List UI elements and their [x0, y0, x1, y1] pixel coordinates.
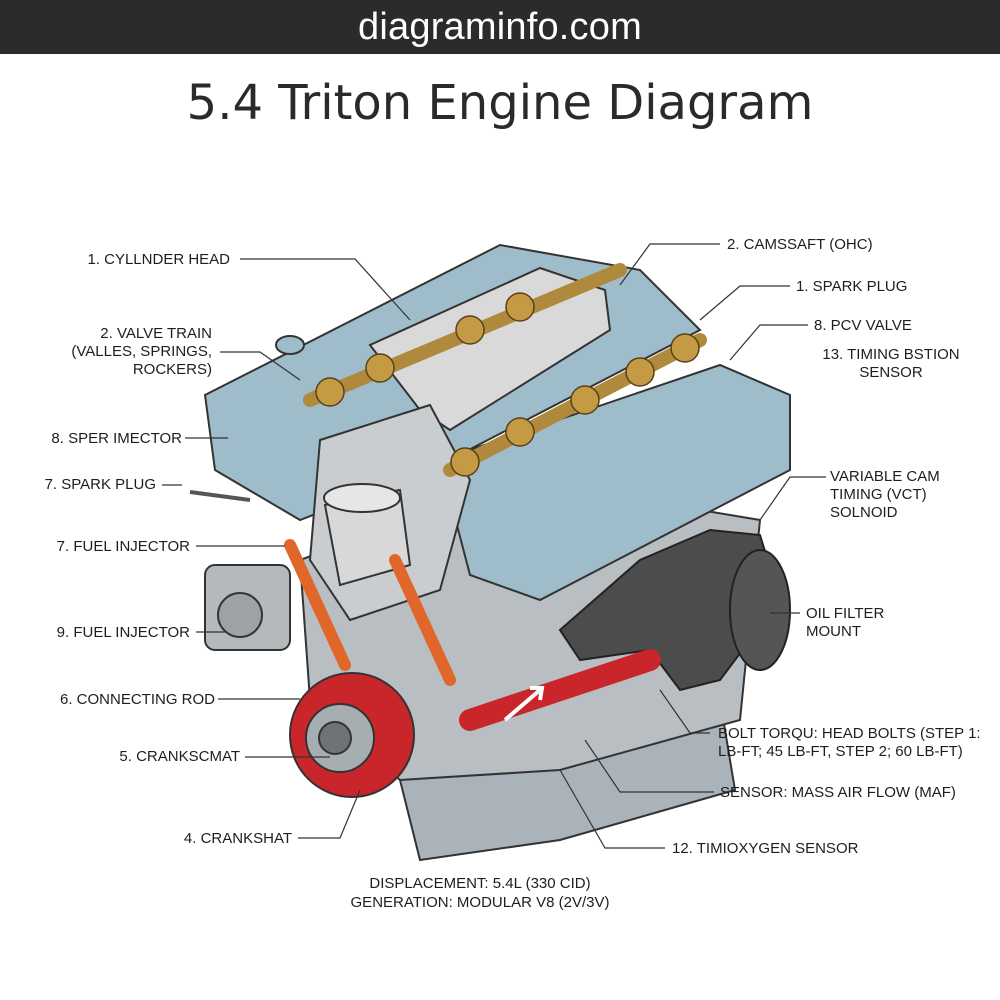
connecting-rod-left [284, 539, 351, 671]
label-crankscmat: 5. CRANKSCMAT [119, 748, 240, 765]
label-sper-injector: 8. SPER IMECTOR [51, 430, 182, 447]
oil-filler-cap [275, 335, 305, 355]
site-name[interactable]: diagraminfo.com [358, 5, 642, 48]
label-connecting-rod: 6. CONNECTING ROD [59, 691, 215, 708]
label-vct-solenoid: VARIABLE CAM TIMING (VCT) SOLNOID [830, 468, 940, 521]
crankshaft-shaft [459, 649, 661, 731]
rocker-group [315, 292, 700, 477]
rocker-5 [450, 447, 480, 477]
label-pcv-valve: 8. PCV VALVE [814, 317, 912, 334]
crankshaft-hub-center [318, 721, 352, 755]
label-fuel-injector-7: 7. FUEL INJECTOR [56, 538, 190, 555]
rocker-2 [365, 353, 395, 383]
site-header-bar: diagraminfo.com [0, 0, 1000, 54]
displacement-text: DISPLACEMENT: 5.4L (330 CID) [369, 875, 591, 892]
spark-plug-left-icon [189, 490, 251, 502]
page-title: 5.4 Triton Engine Diagram [186, 75, 814, 131]
leader-camshaft [619, 243, 720, 286]
rocker-3 [455, 315, 485, 345]
label-cylinder-head: 1. CYLLNDER HEAD [87, 251, 230, 268]
label-oil-filter: OIL FILTER MOUNT [806, 605, 885, 640]
leader-maf [584, 739, 714, 793]
label-camshaft: 2. CAMSSAFT (OHC) [727, 236, 873, 253]
label-oxygen-sensor: 12. TIMIOXYGEN SENSOR [672, 840, 859, 857]
leader-lines [162, 243, 826, 849]
generation-text: GENERATION: MODULAR V8 (2V/3V) [350, 894, 610, 911]
connecting-rod-right [389, 554, 456, 686]
water-pump-outlet [217, 592, 263, 638]
label-spark-plug-right: 1. SPARK PLUG [796, 278, 908, 295]
right-valve-cover [438, 363, 791, 602]
crankshaft-arrow [503, 686, 545, 722]
rocker-4 [505, 292, 535, 322]
rocker-9 [670, 333, 700, 363]
label-crankshat: 4. CRANKSHAT [183, 830, 292, 847]
leader-valve-train [220, 351, 301, 381]
leader-cylinder-head [240, 258, 411, 321]
label-fuel-injector-9: 9. FUEL INJECTOR [56, 624, 190, 641]
spec-footer: DISPLACEMENT: 5.4L (330 CID) GENERATION:… [330, 874, 630, 912]
rocker-6 [505, 417, 535, 447]
rocker-8 [625, 357, 655, 387]
label-valve-train: 2. VALVE TRAIN (VALLES, SPRINGS, ROCKERS… [71, 325, 212, 378]
label-spark-plug-left: 7. SPARK PLUG [44, 476, 156, 493]
rocker-1 [315, 377, 345, 407]
piston-top [323, 483, 401, 513]
leader-pcv-valve [729, 324, 808, 361]
label-bolt-torque: BOLT TORQU: HEAD BOLTS (STEP 1: LB-FT; 4… [718, 725, 981, 760]
leader-crankshat [298, 789, 361, 839]
leader-spark-plug-right [699, 285, 790, 321]
leader-bolt-torque [659, 689, 710, 734]
leader-vct-solenoid [759, 476, 826, 521]
leader-oxygen [559, 769, 665, 849]
oil-filter [729, 549, 791, 671]
label-maf-sensor: SENSOR: MASS AIR FLOW (MAF) [720, 784, 956, 801]
label-timing-sensor: 13. TIMING BSTION SENSOR [822, 346, 960, 381]
rocker-7 [570, 385, 600, 415]
